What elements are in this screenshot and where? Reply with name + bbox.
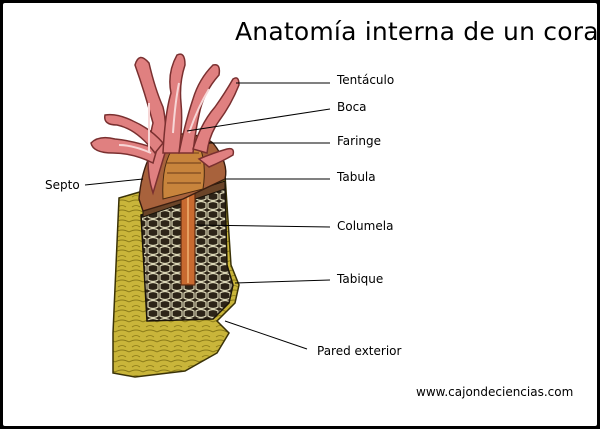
leader-lines (84, 82, 331, 350)
coral-illustration (84, 53, 331, 378)
label-pared-exterior: Pared exterior (317, 344, 402, 358)
label-faringe: Faringe (337, 134, 382, 148)
website-credit: www.cajondeciencias.com (416, 385, 574, 399)
label-columela: Columela (337, 219, 394, 233)
page-title: Anatomía interna de un coral (235, 17, 597, 46)
label-tentaculo: Tentáculo (337, 73, 395, 87)
label-tabula: Tabula (337, 170, 376, 184)
label-boca: Boca (337, 100, 367, 114)
tentacle-highlights (118, 82, 210, 154)
columela-shape (180, 184, 196, 286)
diagram-canvas: Anatomía interna de un coral Tentáculo B… (3, 3, 597, 426)
label-tabique: Tabique (337, 272, 384, 286)
label-septo: Septo (45, 178, 80, 192)
